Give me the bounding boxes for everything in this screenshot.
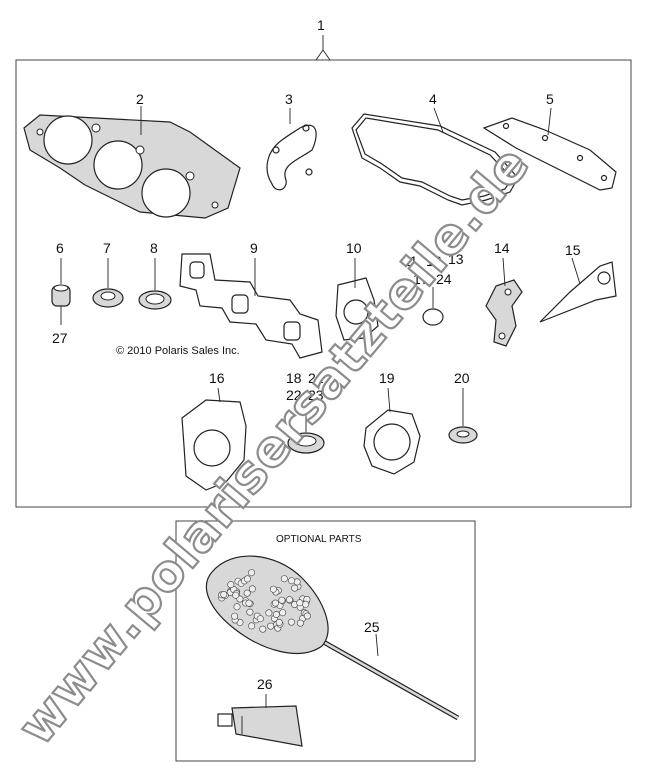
callout-19: 19 (379, 370, 395, 386)
part-14-bracket-gasket (486, 280, 522, 346)
callout-9: 9 (250, 240, 258, 256)
callout-6: 6 (56, 240, 64, 256)
callout-20: 20 (454, 370, 470, 386)
callout-16: 16 (209, 370, 225, 386)
main-kit-bracket (316, 50, 330, 60)
part-6-valve-stem-seal (52, 285, 70, 306)
callout-25: 25 (364, 619, 380, 635)
callout-7: 7 (103, 240, 111, 256)
copyright-text: © 2010 Polaris Sales Inc. (116, 345, 240, 357)
callout-27: 27 (52, 330, 68, 346)
part-15-cover-gasket (540, 262, 616, 322)
callout-4: 4 (429, 91, 437, 107)
callout-8: 8 (150, 240, 158, 256)
part-26-sealant-tube (218, 706, 302, 746)
part-9-manifold-gasket (180, 254, 322, 358)
part-7-seal (93, 289, 123, 307)
part-25-cleaning-brush (206, 556, 458, 718)
callout-14: 14 (494, 240, 510, 256)
part-19-flange-gasket (364, 410, 420, 474)
callout-1: 1 (317, 17, 325, 33)
part-3-gasket (267, 125, 316, 190)
callout-3: 3 (285, 91, 293, 107)
part-11-o-ring (423, 309, 443, 325)
watermark-text: www.polarisersatzteile.de (7, 135, 541, 756)
callout-15: 15 (565, 242, 581, 258)
part-20-washer (449, 427, 477, 443)
part-8-seal (139, 291, 171, 309)
callout-2: 2 (136, 91, 144, 107)
optional-parts-title: OPTIONAL PARTS (276, 534, 362, 545)
callout-26: 26 (257, 676, 273, 692)
part-2-head-gasket (24, 115, 240, 218)
callout-5: 5 (546, 91, 554, 107)
callout-10: 10 (346, 240, 362, 256)
